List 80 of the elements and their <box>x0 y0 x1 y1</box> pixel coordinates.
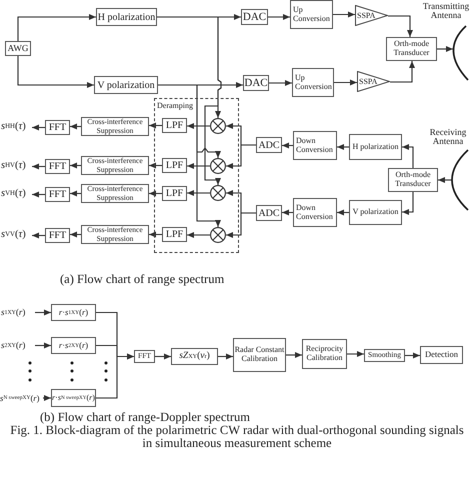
block-label: SSPA <box>357 10 376 20</box>
process-box: FFT <box>45 159 70 174</box>
arrow <box>96 354 134 399</box>
process-box: AWG <box>5 41 31 56</box>
arrow <box>405 352 420 358</box>
arrow <box>402 144 414 168</box>
arrow <box>70 162 81 168</box>
process-box: Down Conversion <box>293 198 337 227</box>
arrow <box>35 342 51 348</box>
arrow <box>333 12 355 18</box>
antenna-label: Receiving Antenna <box>428 128 468 147</box>
arrow <box>43 395 51 401</box>
process-box: Orth-mode Transducer <box>386 37 437 61</box>
arrow <box>269 80 292 86</box>
process-box: FFT <box>45 187 70 202</box>
arrow <box>149 122 162 128</box>
process-box: Radar Constant Calibration <box>233 338 286 372</box>
process-box: V polarization <box>94 76 158 94</box>
block-label: SSPA <box>359 76 378 86</box>
arrow <box>282 142 293 148</box>
arrow <box>17 56 94 88</box>
dashed-group-box <box>154 98 239 253</box>
arrow <box>149 162 162 168</box>
arrow <box>337 210 349 216</box>
arrow <box>218 354 233 360</box>
arrow <box>438 177 452 183</box>
arrow <box>32 124 45 130</box>
arrow <box>155 354 171 360</box>
arrow <box>334 80 357 86</box>
process-box: Detection <box>420 346 463 364</box>
arrow <box>17 14 96 41</box>
process-box: V polarization <box>349 200 402 225</box>
arrow <box>70 232 81 238</box>
process-box: ADC <box>256 137 282 153</box>
process-box: DAC <box>241 9 268 25</box>
process-box: LPF <box>162 118 187 133</box>
group-label: Deramping <box>157 101 193 110</box>
process-box: FFT <box>45 228 70 243</box>
process-box: DAC <box>243 75 269 91</box>
arrow <box>282 210 293 216</box>
arrow <box>337 144 349 150</box>
arrow <box>268 14 290 20</box>
arrow <box>187 190 210 196</box>
process-box: LPF <box>162 186 187 201</box>
process-box: Up Conversion <box>290 0 333 29</box>
arrow <box>149 190 162 196</box>
process-box: Up Conversion <box>292 68 334 97</box>
process-box: LPF <box>162 227 187 242</box>
arrow <box>158 84 221 227</box>
arrow <box>437 46 453 52</box>
process-box: Reciprocity Calibration <box>302 339 347 369</box>
arrow <box>187 123 210 129</box>
process-box: Down Conversion <box>293 131 337 160</box>
arrow <box>402 192 414 215</box>
arrow <box>70 190 81 196</box>
arrow <box>286 352 302 358</box>
process-box: FFT <box>45 120 70 135</box>
process-box: H polarization <box>96 8 157 26</box>
figure-caption: Fig. 1. Block-diagram of the polarimetric CW radar with dual-orthogonal sounding signals in simultaneous measurement scheme <box>9 424 465 450</box>
arrow <box>226 212 256 238</box>
subfigure-caption: (b) Flow chart of range-Doppler spectrum <box>40 410 250 425</box>
arrow <box>70 124 81 130</box>
arrow <box>187 232 210 238</box>
arrow <box>388 15 413 37</box>
arrow <box>149 232 162 238</box>
arrow <box>347 351 364 357</box>
process-box: H polarization <box>349 134 402 160</box>
arrow <box>226 144 256 169</box>
arrow <box>157 16 222 185</box>
arrow <box>187 163 210 169</box>
process-box: Orth-mode Transducer <box>388 168 438 192</box>
process-box: ADC <box>256 205 282 221</box>
arrow <box>390 61 415 83</box>
arrow <box>32 192 45 198</box>
arrow <box>32 232 45 238</box>
antenna-label: Transmitting Antenna <box>422 2 470 21</box>
arrow <box>35 310 51 316</box>
process-box: LPF <box>162 158 187 173</box>
arrow <box>32 164 45 170</box>
subfigure-caption: (a) Flow chart of range spectrum <box>60 272 224 287</box>
